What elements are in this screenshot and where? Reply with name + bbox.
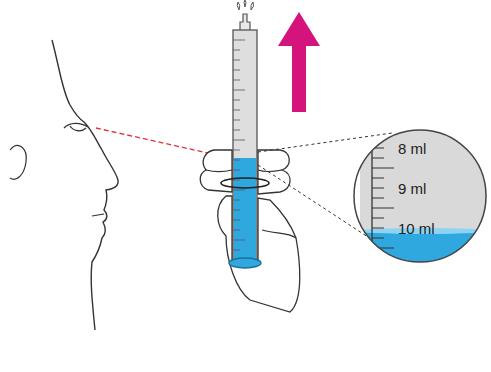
barrel-scale [233,40,245,250]
volume-label: 10 ml [398,221,435,236]
finger-flange [221,178,269,188]
magnifier-ring [354,130,486,262]
leader-line [258,133,392,152]
syringe-barrel [233,30,257,262]
pull-arrow [278,12,320,112]
face-profile [52,40,118,330]
ear [10,146,26,180]
eye [64,123,88,130]
syringe-tip [240,14,250,30]
finger-lines [206,170,296,238]
volume-label: 8 ml [398,141,426,156]
magnified-barrel [355,125,491,288]
plunger-flange [229,258,261,268]
volume-label: 9 ml [398,181,426,196]
drops [237,0,253,10]
mouth [92,214,104,216]
syringe-liquid [234,158,256,260]
hand [200,150,300,312]
